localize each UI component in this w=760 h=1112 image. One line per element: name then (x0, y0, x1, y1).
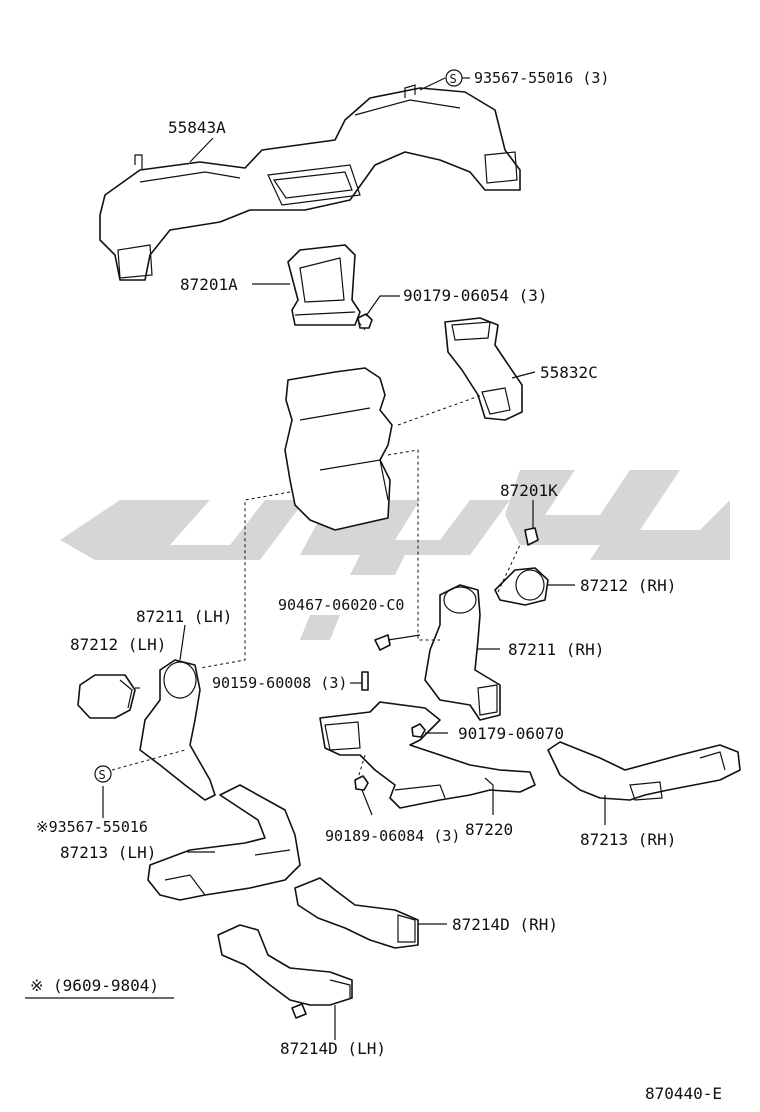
s-callout-left: S (94, 765, 112, 783)
part-55832C (444, 317, 523, 421)
assembly-dashed-lines (111, 319, 521, 779)
label-93567-55016-3: 93567-55016 (3) (474, 69, 609, 87)
part-87212-rh (494, 567, 549, 606)
label-93567-55016-note: ※93567-55016 (36, 818, 148, 836)
part-90189-06084 (354, 775, 369, 791)
label-87213-rh: 87213 (RH) (580, 830, 676, 849)
label-90179-06054-3: 90179-06054 (3) (403, 286, 548, 305)
part-87211-lh (139, 659, 216, 801)
label-87213-lh: 87213 (LH) (60, 843, 156, 862)
svg-text:S: S (99, 768, 106, 782)
part-87214D-lh (217, 924, 353, 1019)
part-87214D-rh (294, 877, 419, 949)
part-heater-unit (284, 367, 393, 531)
label-90179-06070: 90179-06070 (458, 724, 564, 743)
part-90179-06054 (357, 313, 373, 329)
part-87212-lh (77, 674, 136, 719)
leader-lines (102, 77, 606, 1040)
label-87214D-lh: 87214D (LH) (280, 1039, 386, 1058)
svg-text:S: S (450, 72, 457, 86)
label-87211-rh: 87211 (RH) (508, 640, 604, 659)
label-87211-lh: 87211 (LH) (136, 607, 232, 626)
part-87201K (524, 527, 539, 546)
part-87220 (319, 701, 536, 809)
part-90159-60008 (361, 671, 369, 691)
label-87212-lh: 87212 (LH) (70, 635, 166, 654)
part-90467-06020-C0 (374, 634, 421, 651)
part-87213-lh (147, 784, 301, 901)
label-55843A: 55843A (168, 118, 226, 137)
label-90189-06084-3: 90189-06084 (3) (325, 827, 460, 845)
part-87211-rh (424, 584, 501, 721)
part-90179-06070 (411, 723, 426, 738)
label-87201A: 87201A (180, 275, 238, 294)
label-87220: 87220 (465, 820, 513, 839)
label-87214D-rh: 87214D (RH) (452, 915, 558, 934)
applicability-note: ※ (9609-9804) (30, 976, 159, 995)
s-callout-top: S (445, 69, 463, 87)
label-55832C: 55832C (540, 363, 598, 382)
part-55843A (99, 84, 521, 281)
label-90467-06020-c0: 90467-06020-C0 (278, 596, 404, 614)
diagram-id: 870440-E (645, 1084, 722, 1103)
label-90159-60008-3: 90159-60008 (3) (212, 674, 347, 692)
label-87201K: 87201K (500, 481, 558, 500)
part-87201A (287, 244, 361, 326)
part-87213-rh (547, 741, 741, 801)
label-87212-rh: 87212 (RH) (580, 576, 676, 595)
